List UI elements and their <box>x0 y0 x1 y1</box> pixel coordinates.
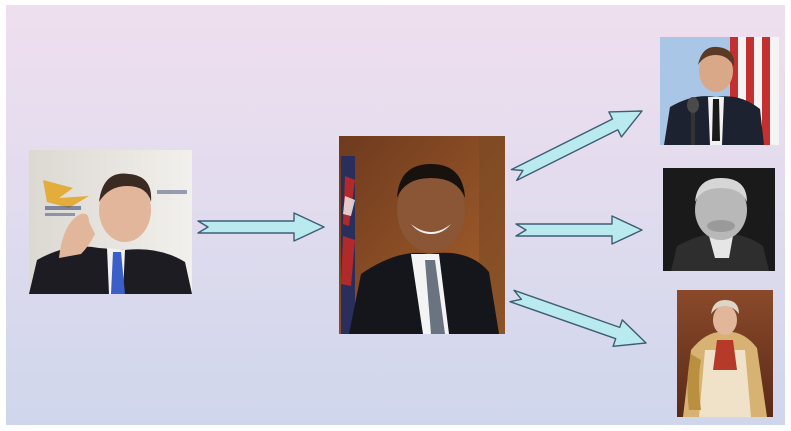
photo-source <box>29 150 192 294</box>
photo-target-1 <box>660 37 779 145</box>
photo-target-3 <box>677 290 773 417</box>
black-and-white-portrait-icon <box>663 168 775 271</box>
arrows-layer <box>197 110 647 347</box>
arrow-center-to-target-1 <box>510 110 643 182</box>
smiling-man-with-flag-icon <box>339 136 505 334</box>
arrow-center-to-target-2 <box>515 215 643 245</box>
photo-center <box>339 136 505 334</box>
man-in-suit-speaking-icon <box>29 150 192 294</box>
royal-portrait-painting-icon <box>677 290 773 417</box>
photo-target-2 <box>663 168 775 271</box>
man-at-microphone-with-flag-icon <box>660 37 779 145</box>
arrow-center-to-target-3 <box>509 289 647 347</box>
arrow-source-to-center <box>197 212 325 242</box>
diagram-slide <box>6 5 785 425</box>
